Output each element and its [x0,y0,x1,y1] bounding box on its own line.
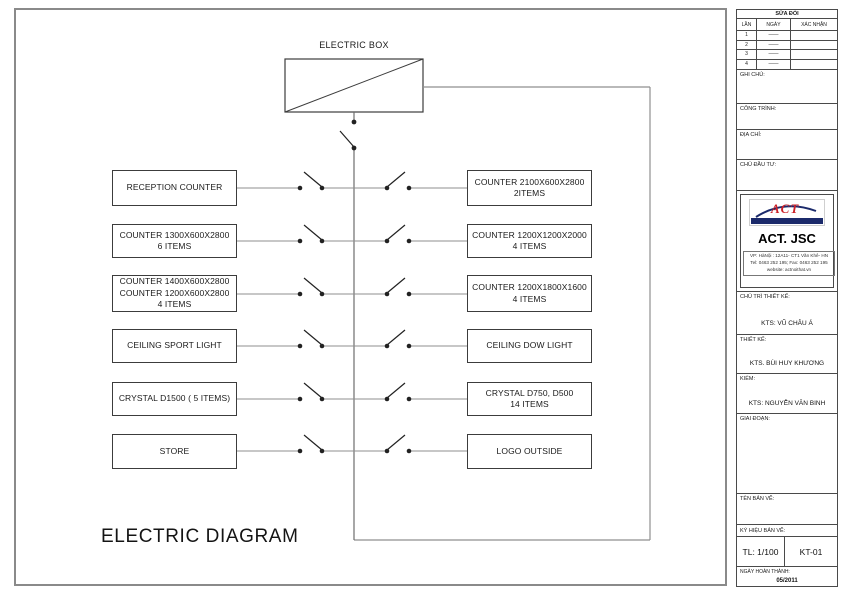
load-box-reception-counter: RECEPTION COUNTER [112,170,237,206]
revision-table: SỬA ĐỔI LẦN NGÀY XÁC NHẬN 1 —— 2 —— 3 ——… [737,10,837,69]
drawing-number: KT-01 [799,546,823,557]
checker-label: KIỂM: [740,376,755,382]
designer-name: KTS. BÙI HUY KHƯƠNG [749,360,825,367]
load-box-ceiling-sport-light: CEILING SPORT LIGHT [112,329,237,363]
revision-cell: 3 [737,50,757,60]
revision-cell: —— [757,31,791,41]
main-switch-icon [339,119,357,151]
drawing-name-label: TÊN BẢN VẼ: [740,496,775,502]
completion-date-section: NGÀY HOÀN THÀNH: 05/2011 [737,566,837,587]
company-name: ACT. JSC [758,231,816,246]
revision-cell: 1 [737,31,757,41]
revision-col-header: XÁC NHẬN [791,19,837,31]
load-box-crystal-d1500: CRYSTAL D1500 ( 5 ITEMS) [112,382,237,416]
load-box-counter-1400-1200: COUNTER 1400X600X2800 COUNTER 1200X600X2… [112,275,237,312]
revision-cell: —— [757,59,791,69]
revision-cell [791,50,837,60]
revision-cell: 2 [737,40,757,50]
logo-swoosh-icon [755,205,817,218]
stage-label: GIAI ĐOẠN: [740,416,770,422]
company-section: ACT ACT. JSC VP: HàNội : 12A11- CT1 Văn … [737,190,837,291]
load-box-store: STORE [112,434,237,469]
address-label: ĐỊA CHỈ: [740,132,762,138]
company-address: VP: HàNội : 12A11- CT1 Văn Khê- HN Tel: … [743,251,835,276]
load-box-logo-outside: LOGO OUTSIDE [467,434,592,469]
stage-section: GIAI ĐOẠN: [737,413,837,493]
chief-designer-label: CHỦ TRÌ THIẾT KẾ: [740,294,790,300]
load-box-counter-2100: COUNTER 2100X600X2800 2ITEMS [467,170,592,206]
company-card: ACT ACT. JSC VP: HàNội : 12A11- CT1 Văn … [740,194,835,288]
revision-cell: 4 [737,59,757,69]
completion-date-value: 05/2011 [776,578,798,584]
load-box-counter-1300: COUNTER 1300X600X2800 6 ITEMS [112,224,237,258]
notes-section: GHI CHÚ: [737,69,837,103]
revision-col-header: NGÀY [757,19,791,31]
electric-box-label: ELECTRIC BOX [319,40,389,50]
scale-and-number-row: TL: 1/100 KT-01 [737,536,837,566]
company-logo: ACT [749,199,825,226]
company-address-line: VP: HàNội : 12A11- CT1 Văn Khê- HN [749,253,829,258]
revision-cell [791,31,837,41]
scale-value: TL: 1/100 [737,537,785,566]
drawing-frame [14,8,727,586]
revision-cell: —— [757,50,791,60]
project-label: CÔNG TRÌNH: [740,106,777,112]
logo-banner [751,218,823,224]
switch-icons [297,171,412,454]
load-box-crystal-d750: CRYSTAL D750, D500 14 ITEMS [467,382,592,416]
chief-designer-name: KTS: VŨ CHÂU Á [761,320,813,327]
load-box-counter-1200-1800: COUNTER 1200X1800X1600 4 ITEMS [467,275,592,312]
branch-rows [237,171,467,454]
load-box-ceiling-dow-light: CEILING DOW LIGHT [467,329,592,363]
investor-label: CHỦ ĐẦU TƯ: [740,162,777,168]
drawing-code-label: KÝ HIỆU BẢN VẼ: [740,528,786,534]
designer-label: THIẾT KẾ: [740,337,767,343]
diagram-title: ELECTRIC DIAGRAM [101,526,299,547]
logo-text: ACT [771,201,800,216]
revision-cell [791,60,837,70]
revision-col-header: LẦN [737,19,757,31]
revision-cell: —— [757,40,791,50]
notes-label: GHI CHÚ: [740,72,765,78]
designer-section: THIẾT KẾ: KTS. BÙI HUY KHƯƠNG [737,334,837,373]
drawing-name-section: TÊN BẢN VẼ: [737,493,837,524]
drawing-code-section: KÝ HIỆU BẢN VẼ: [737,524,837,536]
revision-table-title: SỬA ĐỔI [737,10,837,19]
project-section: CÔNG TRÌNH: [737,103,837,129]
investor-section: CHỦ ĐẦU TƯ: [737,159,837,190]
completion-date-label: NGÀY HOÀN THÀNH: [740,569,790,575]
feeder-lines [353,86,651,541]
branch-row [237,187,467,452]
chief-designer-section: CHỦ TRÌ THIẾT KẾ: KTS: VŨ CHÂU Á [737,291,837,334]
title-block: SỬA ĐỔI LẦN NGÀY XÁC NHẬN 1 —— 2 —— 3 ——… [736,9,838,587]
company-address-line: Tel: 0463 252 195; Fax: 0463 252 195 [750,259,828,265]
checker-name: KTS: NGUYỄN VĂN BINH [748,400,826,407]
checker-section: KIỂM: KTS: NGUYỄN VĂN BINH [737,373,837,413]
address-section: ĐỊA CHỈ: [737,129,837,159]
load-box-counter-1200-1200: COUNTER 1200X1200X2000 4 ITEMS [467,224,592,258]
company-address-line: website: actnoithat.vn [766,266,812,272]
electric-box-symbol [284,58,424,113]
revision-cell [791,41,837,50]
